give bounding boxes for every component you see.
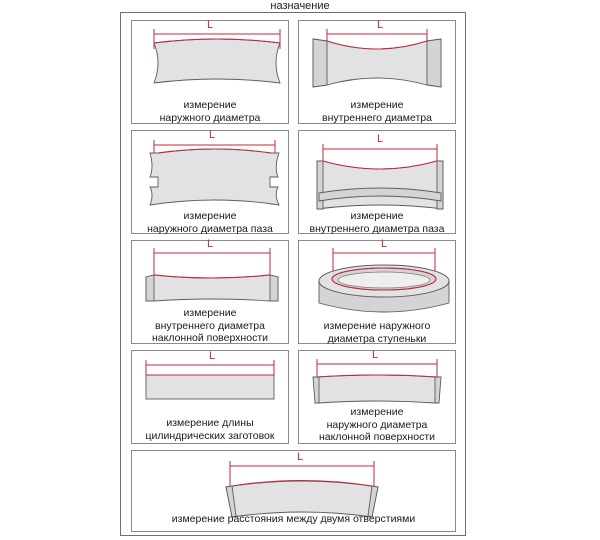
diagram-title: назначение (270, 0, 330, 12)
dimension-label: L (377, 19, 384, 31)
caption-line: измерение (350, 99, 404, 111)
panel-outer-inclined: измерение наружного диаметра наклонной п… (298, 350, 456, 444)
hole-distance-caption: измерение расстояния между двумя отверст… (132, 513, 455, 526)
dimension-label: L (377, 133, 384, 145)
dimension-label: L (209, 350, 216, 362)
panel-hole-distance: измерение расстояния между двумя отверст… (131, 450, 456, 532)
step-outer-caption: измерение наружного диаметра ступеньки (299, 320, 455, 345)
caption-line: измерение (350, 406, 404, 418)
panel-inner-diameter: измерение внутреннего диаметра (298, 20, 456, 124)
caption-line: измерение (183, 307, 237, 319)
inner-inclined-caption: измерение внутреннего диаметра наклонной… (132, 307, 288, 345)
outer-groove-caption: измерение наружного диаметра паза (132, 210, 288, 235)
dimension-label: L (381, 238, 388, 250)
panel-step-outer: измерение наружного диаметра ступеньки (298, 240, 456, 345)
outer-inclined-caption: измерение наружного диаметра наклонной п… (299, 406, 455, 444)
panel-outer-groove-diameter: измерение наружного диаметра паза (131, 130, 289, 235)
inner-groove-caption: измерение внутреннего диаметра паза (299, 210, 455, 235)
dimension-label: L (297, 451, 304, 463)
caption-line: измерение (350, 210, 404, 222)
dimension-label: L (209, 129, 216, 141)
caption-line: внутреннего диаметра (155, 319, 265, 332)
panel-cylinder-length: измерение длины цилиндрических заготовок (131, 350, 289, 444)
dimension-label: L (207, 238, 214, 250)
caption-line: наружного диаметра (326, 418, 428, 431)
dimension-label: L (372, 349, 379, 361)
caption-line: внутреннего диаметра паза (309, 222, 445, 235)
caption-line: наружного диаметра (159, 111, 261, 124)
hole-distance-illustration (225, 461, 379, 518)
cylinder-length-illustration (145, 360, 275, 400)
inner-diameter-illustration (312, 29, 442, 88)
caption-line: наклонной поверхности (151, 332, 268, 344)
caption-line: измерение длины (166, 417, 254, 429)
inner-groove-illustration (316, 144, 444, 210)
outer-inclined-illustration (312, 359, 442, 404)
outer-diameter-caption: измерение наружного диаметра (132, 99, 288, 124)
outer-groove-illustration (149, 140, 280, 206)
caption-line: измерение наружного (323, 320, 431, 332)
diagram-frame: измерение наружного диаметра измерение в… (120, 12, 466, 536)
caption-line: наружного диаметра паза (147, 222, 273, 235)
caption-line: наклонной поверхности (318, 431, 435, 443)
caption-line: измерение (183, 210, 237, 222)
panel-inner-inclined: измерение внутреннего диаметра наклонной… (131, 240, 289, 344)
inner-inclined-illustration (145, 248, 279, 302)
caption-line: измерение (183, 99, 237, 111)
cylinder-length-caption: измерение длины цилиндрических заготовок (132, 417, 288, 442)
step-outer-illustration (318, 248, 450, 313)
dimension-label: L (207, 19, 214, 31)
outer-diameter-illustration (153, 29, 281, 84)
inner-diameter-caption: измерение внутреннего диаметра (299, 99, 455, 124)
panel-outer-diameter: измерение наружного диаметра (131, 20, 289, 124)
panel-inner-groove-diameter: измерение внутреннего диаметра паза (298, 130, 456, 235)
caption-line: измерение расстояния между двумя отверст… (171, 513, 416, 525)
caption-line: внутреннего диаметра (322, 111, 432, 124)
caption-line: цилиндрических заготовок (145, 429, 275, 442)
caption-line: диаметра ступеньки (327, 332, 427, 345)
